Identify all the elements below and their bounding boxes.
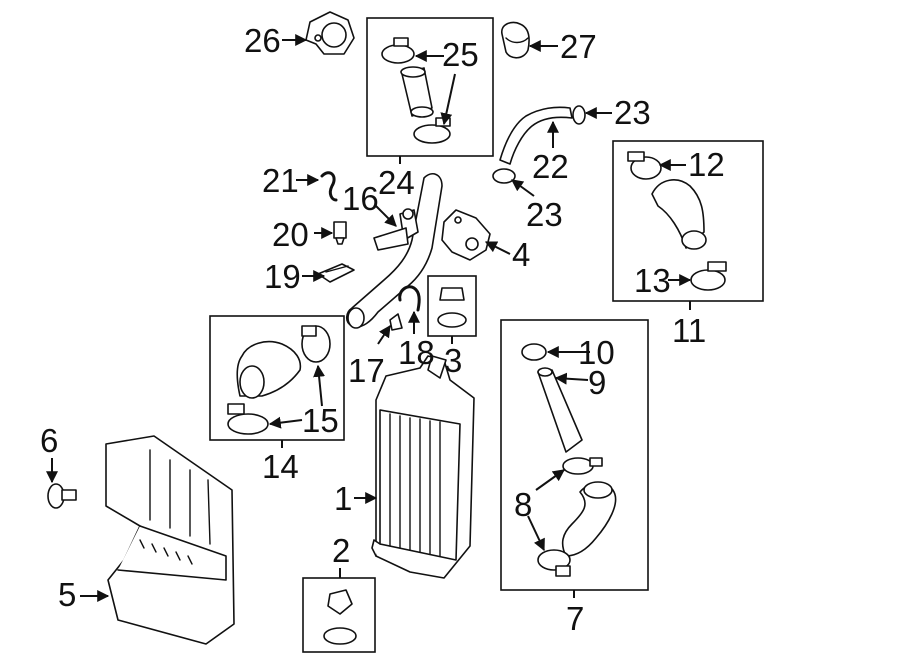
callout-15: 15 bbox=[302, 402, 339, 439]
hose-part-21 bbox=[320, 171, 338, 202]
callout-10: 10 bbox=[578, 334, 615, 371]
callout-1: 1 bbox=[334, 480, 352, 517]
hose-part-9 bbox=[537, 367, 583, 453]
hose-part-14 bbox=[236, 340, 302, 399]
hose-part-7 bbox=[561, 481, 617, 557]
leader-15b bbox=[268, 416, 303, 429]
clip-part-17 bbox=[389, 313, 403, 331]
cap-part-3 bbox=[437, 287, 467, 328]
pipe-part-24 bbox=[345, 173, 443, 329]
callout-13: 13 bbox=[634, 262, 671, 299]
leader-8a bbox=[535, 469, 565, 491]
callout-18: 18 bbox=[398, 334, 435, 371]
group-box-24 bbox=[366, 17, 494, 157]
leader-8b bbox=[527, 515, 545, 552]
callout-12: 12 bbox=[688, 146, 725, 183]
callout-8: 8 bbox=[514, 486, 532, 523]
callout-17: 17 bbox=[348, 352, 385, 389]
callout-26: 26 bbox=[244, 22, 281, 59]
leader-16 bbox=[375, 205, 397, 227]
callout-20: 20 bbox=[272, 216, 309, 253]
callout-27: 27 bbox=[560, 28, 597, 65]
callout-9: 9 bbox=[588, 364, 606, 401]
bracket-part-4 bbox=[441, 209, 491, 261]
leader-9 bbox=[554, 372, 589, 385]
clamp-part-23-upper bbox=[572, 105, 586, 125]
hose-part-18 bbox=[398, 285, 421, 312]
fitting-part-26 bbox=[305, 11, 355, 55]
leader-25b bbox=[440, 73, 456, 126]
leader-23b bbox=[511, 179, 535, 197]
clamp-part-8-lower bbox=[537, 549, 571, 577]
air-guide-part-5 bbox=[105, 435, 235, 645]
sensor-part-20 bbox=[333, 221, 347, 245]
callout-23-lower: 23 bbox=[526, 196, 563, 233]
callout-6: 6 bbox=[40, 422, 58, 459]
callout-25: 25 bbox=[442, 36, 479, 73]
callout-14: 14 bbox=[262, 448, 299, 485]
hose-part-22 bbox=[499, 106, 573, 165]
clamp-part-10 bbox=[521, 343, 547, 361]
clamp-part-12 bbox=[627, 151, 662, 180]
callout-4: 4 bbox=[512, 236, 530, 273]
clamp-part-25-upper bbox=[381, 37, 415, 64]
sensor-part-16 bbox=[373, 208, 419, 251]
callout-23-upper: 23 bbox=[614, 94, 651, 131]
callout-5: 5 bbox=[58, 576, 76, 613]
clamp-part-15-lower bbox=[227, 403, 269, 435]
callout-19: 19 bbox=[264, 258, 301, 295]
callout-22: 22 bbox=[532, 148, 569, 185]
callout-7: 7 bbox=[566, 600, 584, 637]
clamp-part-23-lower bbox=[492, 168, 516, 184]
callout-2: 2 bbox=[332, 532, 350, 569]
hose-part-25 bbox=[400, 66, 434, 118]
callout-3: 3 bbox=[444, 342, 462, 379]
leader-15a bbox=[313, 364, 326, 407]
group-box-11 bbox=[612, 140, 764, 302]
bolt-part-6 bbox=[47, 483, 77, 509]
callout-16: 16 bbox=[342, 180, 379, 217]
clamp-part-13 bbox=[690, 261, 727, 291]
leader-4 bbox=[484, 241, 511, 255]
clamp-part-15-upper bbox=[301, 325, 331, 363]
clamp-part-8-upper bbox=[562, 457, 603, 475]
bracket-part-19 bbox=[317, 263, 355, 283]
group-box-14 bbox=[209, 315, 345, 441]
cap-part-2 bbox=[323, 589, 357, 645]
leader-17 bbox=[377, 325, 391, 345]
callout-11: 11 bbox=[672, 312, 706, 349]
callout-21: 21 bbox=[262, 162, 299, 199]
cap-part-27 bbox=[501, 21, 530, 59]
callout-24: 24 bbox=[378, 164, 415, 201]
hose-part-11 bbox=[651, 179, 707, 250]
intercooler-part-1 bbox=[371, 355, 475, 579]
